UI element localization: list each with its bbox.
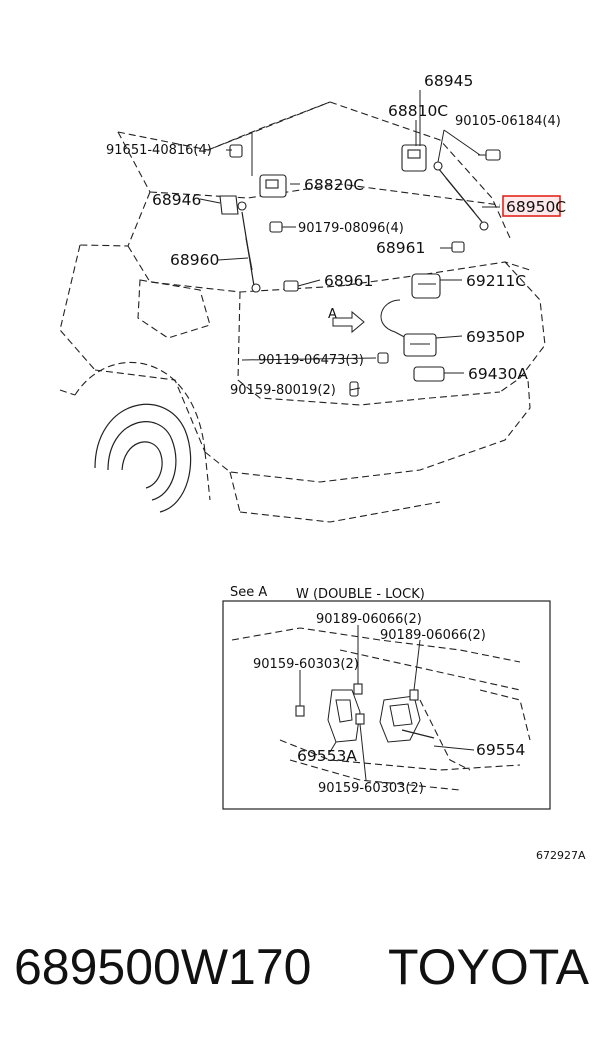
part-label[interactable]: 91651-40816(4) [106,143,212,158]
part-number: 689500W170 [14,939,312,995]
damper-68960 [241,211,261,293]
view-arrow-a [332,310,365,334]
part-label[interactable]: 68961 [324,272,373,290]
lock-69350p [380,299,437,357]
part-label[interactable]: 90119-06473(3) [258,353,364,368]
part-label[interactable]: 68960 [170,251,219,269]
detail-part-label[interactable]: 90159-60303(2) [318,781,424,796]
part-label[interactable]: 68820C [304,176,364,194]
leader-lines [199,90,500,391]
bolt-90179 [269,221,283,233]
part-label[interactable]: 69430A [468,365,528,383]
part-label[interactable]: 68961 [376,239,425,257]
part-label[interactable]: 90159-80019(2) [230,383,336,398]
detail-title: See A [230,585,267,600]
detail-drawing [231,625,531,791]
detail-part-label[interactable]: 90189-06066(2) [380,628,486,643]
highlighted-part-label[interactable]: 68950C [506,198,566,216]
detail-frame [222,600,551,810]
highlight-box [502,195,561,217]
detail-part-label[interactable]: 69553A [297,747,357,765]
hinge-68810c [401,144,427,172]
vehicle-outline [59,101,546,523]
latch-69211c [411,273,441,299]
bracket-68946 [219,195,247,215]
part-label[interactable]: 68810C [388,102,448,120]
detail-part-label[interactable]: 69554 [476,741,525,759]
handle-69430a [413,366,445,382]
part-label[interactable]: 68945 [424,72,473,90]
part-label[interactable]: 69211C [466,272,526,290]
ball-stud-68961-lower [283,280,299,292]
damper-68950c [433,161,489,231]
ball-stud-68961-upper [451,241,465,253]
detail-part-label[interactable]: 90189-06066(2) [316,612,422,627]
part-label[interactable]: 90105-06184(4) [455,114,561,129]
bolt-90105 [478,149,501,161]
bolt-91651 [229,144,243,158]
brand-name: TOYOTA [388,939,589,995]
footer-caption: 689500W170 TOYOTA [14,938,594,1008]
view-marker-label: A [328,307,337,322]
bolt-90119 [377,352,389,364]
detail-view: See A W (DOUBLE - LOCK) 9018 [222,585,551,810]
part-label[interactable]: 69350P [466,328,525,346]
detail-subtitle: W (DOUBLE - LOCK) [296,587,425,602]
part-label[interactable]: 90179-08096(4) [298,221,404,236]
part-label[interactable]: 68946 [152,191,201,209]
figure-number: 672927A [536,849,586,862]
detail-part-label[interactable]: 90159-60303(2) [253,657,359,672]
main-labels: 68945 68810C 90105-06184(4) 91651-40816(… [106,72,566,398]
hinge-68820c [259,174,287,198]
